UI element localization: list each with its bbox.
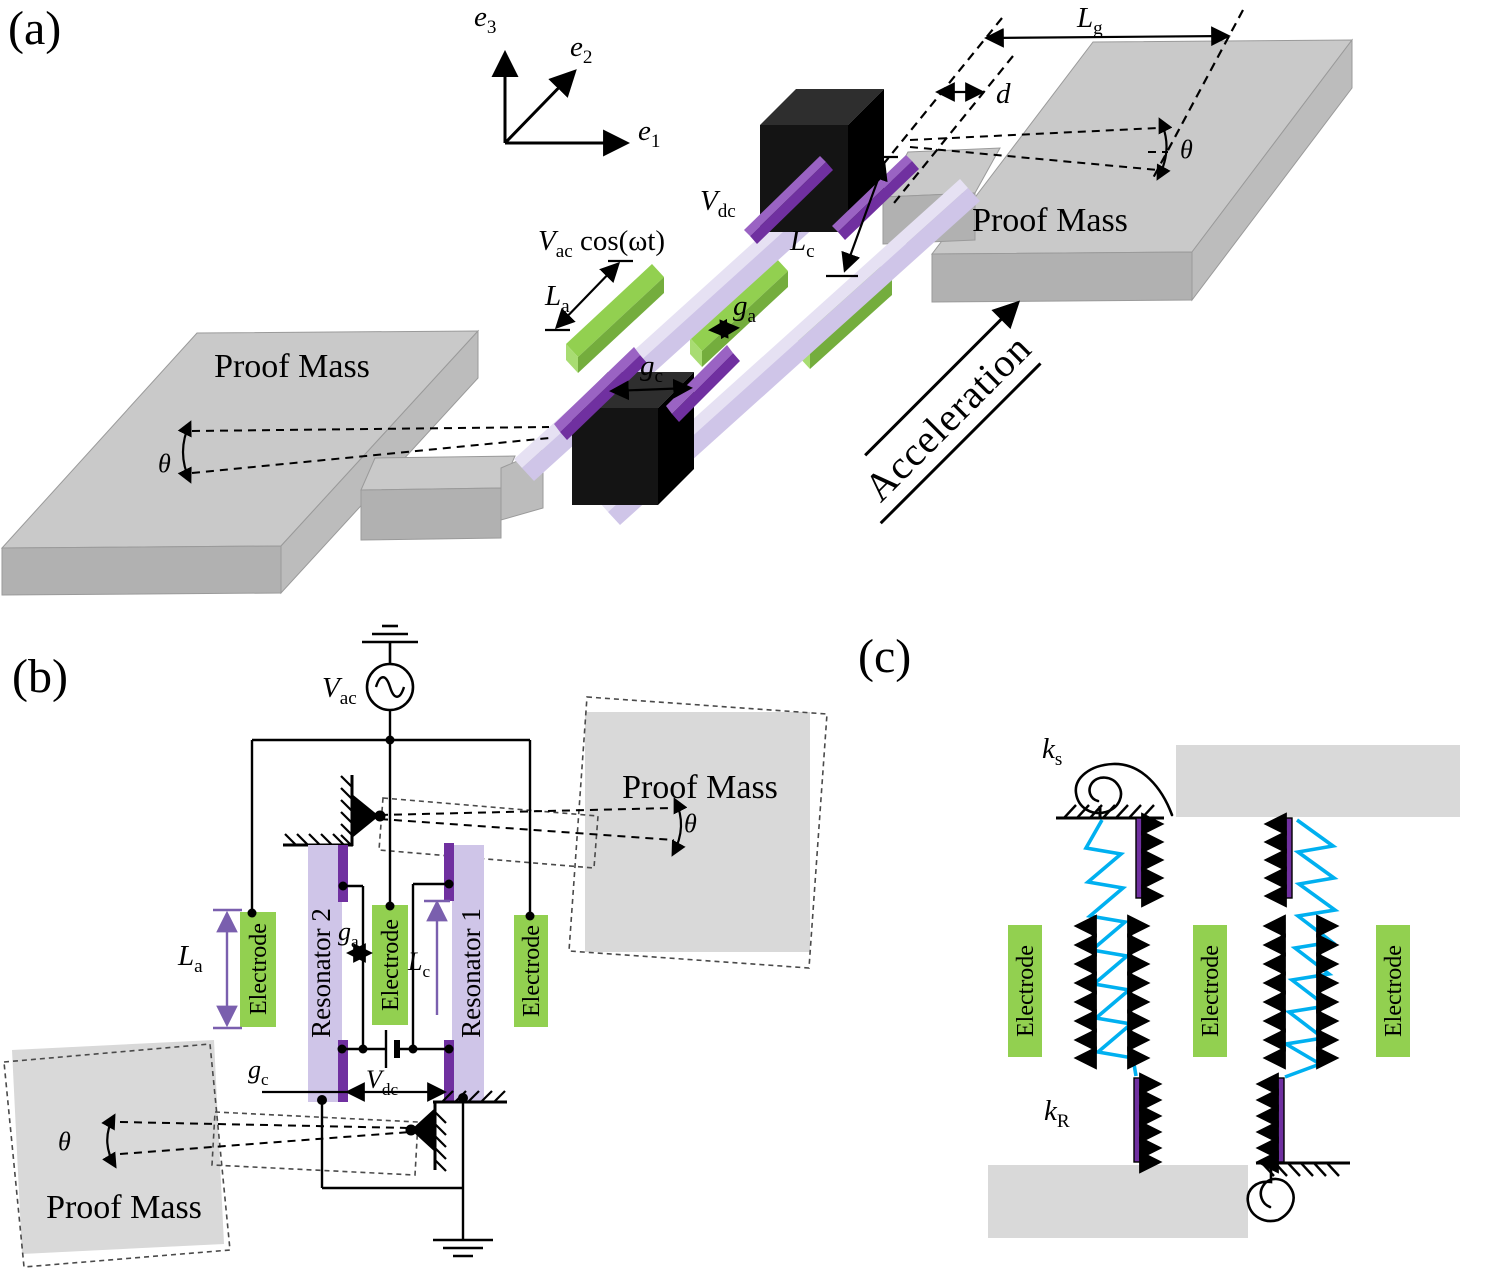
- electrode3-label: Electrode: [519, 925, 545, 1017]
- sine-icon: [374, 676, 406, 698]
- proof-mass-left-label: Proof Mass: [214, 348, 370, 385]
- proof-mass-top-label: Proof Mass: [622, 769, 778, 806]
- ac-source: [365, 662, 415, 712]
- panel-c-tag: (c): [858, 630, 911, 683]
- floor-hatch-ticks: [284, 833, 345, 846]
- wall-hatch-ticks-bottom: [434, 1111, 447, 1172]
- panel-c: (c) ks kR: [858, 630, 1460, 1238]
- coupling-bar-bottom-right: [1274, 1077, 1285, 1163]
- bottom-anchor-pivot: [411, 1090, 507, 1172]
- electrode2: Electrode: [372, 905, 408, 1025]
- resonator-spring-right: [1280, 818, 1340, 1079]
- proof-mass-bar-top: [1176, 745, 1460, 817]
- la-dimension-arrow: [554, 261, 621, 330]
- proof-mass-bar-bottom: [988, 1165, 1248, 1238]
- lg-dimension-arrow: [984, 26, 1231, 48]
- vdc-b-label: Vdc: [366, 1065, 398, 1099]
- electrode-c-2: Electrode: [1193, 925, 1227, 1057]
- pivot-beam-bottom: [211, 1111, 419, 1176]
- vdc-label: Vdc: [700, 185, 736, 222]
- theta-top-annotation: θ: [379, 797, 697, 857]
- ga-dimension-arrow: [708, 318, 740, 340]
- panel-b-tag: (b): [12, 650, 68, 703]
- electrode2-label: Electrode: [378, 919, 404, 1011]
- theta-bottom-annotation: θ: [58, 1113, 411, 1169]
- coupling-bar-bottom-left: [1133, 1077, 1144, 1163]
- torsion-spring-top-icon: [1074, 762, 1174, 817]
- resonator1-label: Resonator 1: [456, 908, 486, 1038]
- la-b-label: La: [177, 940, 203, 977]
- coordinate-axes: e3 e2 e1: [474, 1, 660, 157]
- proof-mass-left-3d: Proof Mass: [0, 329, 544, 596]
- theta-left-label: θ: [158, 449, 171, 478]
- e2-axis: [503, 69, 577, 145]
- e1-label: e1: [638, 115, 660, 152]
- floor-hatch-ticks-bottom: [441, 1090, 506, 1103]
- panel-a-tag: (a): [8, 2, 61, 55]
- panel-b-dimensions: La ga Lc gc: [177, 899, 450, 1102]
- proof-mass-right-label: Proof Mass: [972, 202, 1128, 239]
- theta-right-label: θ: [1180, 135, 1193, 164]
- force-arrows-bottom: [1143, 1084, 1275, 1162]
- resonator-spring-left: [1083, 819, 1138, 1077]
- electrode3: Electrode: [514, 915, 548, 1027]
- acceleration-annotation: Acceleration: [855, 300, 1042, 525]
- kr-label: kR: [1044, 1095, 1070, 1132]
- panel-a-dimensions: Lg d θ θ La Vac cos(ωt) Vdc ga gc Lc: [158, 2, 1231, 478]
- top-anchor-pivot: [283, 775, 379, 847]
- vac-drive-label: Vac cos(ωt): [538, 225, 665, 262]
- electrode-c-1: Electrode: [1008, 925, 1042, 1057]
- theta-top-label: θ: [684, 809, 697, 838]
- electrode-c2-label: Electrode: [1198, 945, 1224, 1037]
- electrode1: Electrode: [240, 912, 276, 1027]
- lc-b-label: Lc: [407, 947, 430, 981]
- ground-top: [362, 624, 418, 664]
- lc-dimension-arrow: [841, 160, 888, 273]
- gc-b-label: gc: [248, 1055, 269, 1089]
- e3-label: e3: [474, 1, 496, 38]
- dc-source: Vdc: [366, 1030, 400, 1099]
- lg-label: Lg: [1076, 2, 1103, 39]
- d-label: d: [996, 78, 1011, 110]
- gc-label: gc: [640, 350, 663, 387]
- e2-label: e2: [570, 31, 592, 68]
- electrode-c1-label: Electrode: [1013, 945, 1039, 1037]
- acceleration-label: Acceleration: [855, 325, 1040, 510]
- resonator2-bar: Resonator 2: [306, 845, 348, 1102]
- panel-a: (a) Proof Mass Proof Mass: [0, 1, 1354, 596]
- proof-mass-right-3d: Proof Mass: [845, 38, 1354, 303]
- electrode1-label: Electrode: [246, 923, 272, 1015]
- ga-label: ga: [733, 290, 757, 327]
- coupling-bar-top-left: [1135, 817, 1146, 899]
- ga-b-label: ga: [338, 917, 359, 951]
- force-arrows-top: [1145, 824, 1283, 896]
- vac-source-label: Vac: [322, 672, 357, 709]
- proof-mass-bottom-b: Proof Mass: [3, 1040, 231, 1268]
- electrode-c-3: Electrode: [1376, 925, 1410, 1057]
- panel-b: (b) Proof Mass Proof Mass θ θ: [3, 624, 828, 1268]
- coupling-bar-top-right: [1282, 817, 1293, 899]
- theta-bottom-label: θ: [58, 1127, 71, 1156]
- ks-label: ks: [1042, 733, 1062, 770]
- la-label: La: [544, 280, 570, 317]
- pivot-triangle-bottom: [411, 1108, 435, 1152]
- pivot-triangle-top: [352, 794, 379, 838]
- hatch-ticks: [1261, 1162, 1340, 1177]
- proof-mass-top-b: Proof Mass: [568, 696, 828, 969]
- acceleration-arrow: [864, 300, 1021, 457]
- proof-mass-bottom-label: Proof Mass: [46, 1189, 202, 1226]
- electrode-c3-label: Electrode: [1381, 945, 1407, 1037]
- ground-bottom: [433, 1238, 493, 1258]
- resonator2-label: Resonator 2: [306, 908, 336, 1038]
- torsion-spring-bottom-icon: [1246, 1162, 1295, 1223]
- lc-label: Lc: [789, 225, 815, 262]
- wall-hatch-ticks: [340, 775, 353, 847]
- resonator1-bar: Resonator 1: [444, 843, 486, 1102]
- junction-dots: [247, 735, 535, 1136]
- gc-dimension-arrow: [609, 378, 693, 401]
